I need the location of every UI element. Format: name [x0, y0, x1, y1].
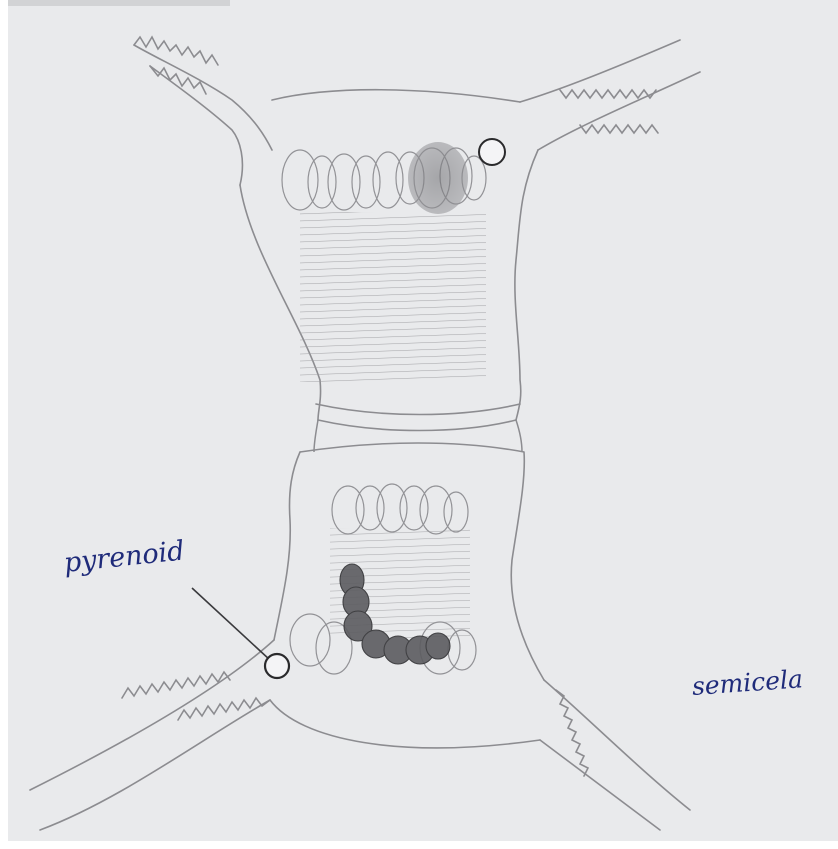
upper-left-arm-bottom-edge — [150, 66, 242, 185]
lower-left-arm-top-edge — [30, 640, 274, 790]
upper-right-arm-bottom-edge — [538, 72, 700, 150]
lower-right-arm-bottom-edge — [540, 740, 660, 830]
pyrenoid-leader-line — [192, 588, 270, 660]
upper-chloroplast-hatching — [300, 212, 486, 382]
upper-left-arm-top-edge — [134, 45, 272, 150]
upper-pointer-circle — [479, 139, 505, 165]
pyrenoid-pointer-circle — [265, 654, 289, 678]
lower-left-arm-bottom-edge — [40, 700, 270, 830]
lower-right-arm-top-edge — [544, 680, 690, 810]
upper-pyrenoid-shading — [408, 142, 468, 214]
isthmus-line — [300, 443, 524, 452]
